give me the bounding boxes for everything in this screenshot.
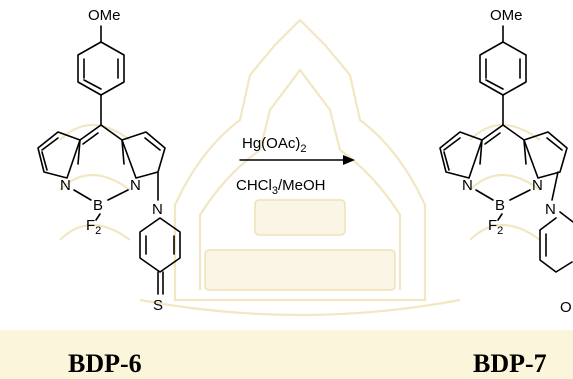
watermark-outline — [173, 18, 427, 302]
product-f2-sub: 2 — [497, 225, 503, 237]
reactant-n-pyridine: N — [152, 201, 163, 218]
reactant-structure: OMe N B N F2 N — [37, 7, 181, 314]
product-pyrrole-right — [523, 131, 568, 179]
watermark-band-bottom — [0, 330, 573, 379]
reactant-core-right — [100, 124, 125, 165]
reactant-thiopyridone-ring — [139, 217, 181, 273]
product-label: BDP-7 — [473, 349, 547, 378]
reactant-pyrrole-left — [37, 131, 81, 179]
reaction-arrow-head — [343, 155, 355, 165]
product-phenyl-ring — [479, 41, 527, 96]
reaction-conditions: Hg(OAc)2 CHCl3/MeOH — [236, 135, 355, 197]
product-n-right: N — [532, 177, 543, 194]
product-core-right — [502, 124, 527, 165]
reactant-n-right: N — [130, 177, 141, 194]
product-f2: F2 — [488, 217, 503, 237]
product-structure: OMe N B N F2 N O — [439, 7, 573, 316]
reactant-f2: F2 — [86, 217, 101, 237]
reactant-label: BDP-6 — [68, 349, 142, 378]
product-n-pyridone: N — [545, 201, 556, 218]
reactant-s: S — [153, 297, 163, 314]
product-b: B — [495, 197, 505, 214]
reactant-n-left: N — [60, 177, 71, 194]
product-pyrrole-left — [439, 131, 483, 179]
product-ome-label: OMe — [490, 7, 523, 24]
reactant-ome-label: OMe — [88, 7, 121, 24]
watermark-emblem — [0, 18, 573, 379]
reactant-b: B — [93, 197, 103, 214]
reagent-label: Hg(OAc)2 — [242, 135, 306, 155]
product-n-left: N — [462, 177, 473, 194]
reactant-phenyl-ring — [77, 41, 125, 96]
reactant-core-left — [77, 124, 102, 165]
watermark-panel-top — [254, 199, 346, 236]
product-o: O — [560, 299, 572, 316]
watermark-panel-mid — [204, 249, 396, 291]
solvent-label: CHCl3/MeOH — [236, 177, 325, 197]
reactant-pyrrole-right — [121, 131, 166, 179]
product-pyridone-ring — [539, 217, 573, 273]
reactant-f2-sub: 2 — [95, 225, 101, 237]
